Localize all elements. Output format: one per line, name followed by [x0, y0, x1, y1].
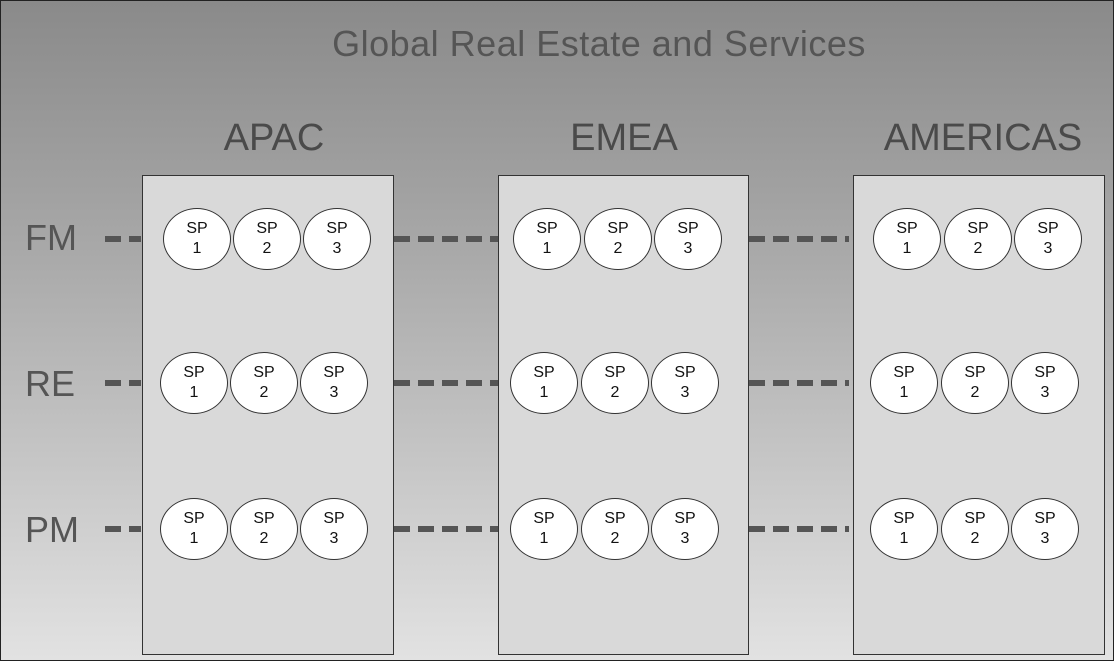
- connector-fm-0: [105, 236, 141, 242]
- sp-prefix-label: SP: [253, 510, 275, 527]
- sp-prefix-label: SP: [323, 510, 345, 527]
- sp-node-apac-re-2: SP 2: [230, 352, 298, 414]
- sp-number-label: 2: [970, 384, 980, 401]
- sp-node-americas-pm-2: SP 2: [941, 498, 1009, 560]
- sp-prefix-label: SP: [967, 220, 989, 237]
- sp-node-americas-re-3: SP 3: [1011, 352, 1079, 414]
- sp-number-label: 1: [189, 384, 199, 401]
- connector-pm-2: [749, 526, 849, 532]
- sp-number-label: 3: [683, 240, 693, 257]
- row-label-re: RE: [25, 363, 76, 404]
- row-label-fm: FM: [25, 217, 77, 258]
- sp-number-label: 1: [902, 240, 912, 257]
- sp-number-label: 1: [899, 384, 909, 401]
- sp-number-label: 1: [539, 384, 549, 401]
- region-label-apac: APAC: [223, 117, 325, 159]
- row-label-pm: PM: [25, 509, 79, 550]
- region-label-emea: EMEA: [570, 117, 678, 159]
- sp-prefix-label: SP: [674, 364, 696, 381]
- sp-prefix-label: SP: [674, 510, 696, 527]
- sp-prefix-label: SP: [186, 220, 208, 237]
- sp-number-label: 3: [680, 384, 690, 401]
- connector-re-0: [105, 380, 141, 386]
- connector-pm-1: [394, 526, 498, 532]
- sp-number-label: 1: [192, 240, 202, 257]
- sp-node-emea-re-2: SP 2: [581, 352, 649, 414]
- sp-node-emea-pm-2: SP 2: [581, 498, 649, 560]
- sp-number-label: 2: [259, 530, 269, 547]
- sp-number-label: 1: [542, 240, 552, 257]
- connector-re-2: [749, 380, 849, 386]
- sp-node-americas-fm-3: SP 3: [1014, 208, 1082, 270]
- sp-prefix-label: SP: [677, 220, 699, 237]
- sp-node-emea-fm-3: SP 3: [654, 208, 722, 270]
- sp-number-label: 2: [613, 240, 623, 257]
- sp-number-label: 1: [539, 530, 549, 547]
- sp-node-apac-re-3: SP 3: [300, 352, 368, 414]
- sp-prefix-label: SP: [607, 220, 629, 237]
- sp-node-apac-fm-3: SP 3: [303, 208, 371, 270]
- sp-prefix-label: SP: [183, 510, 205, 527]
- sp-node-americas-pm-3: SP 3: [1011, 498, 1079, 560]
- sp-prefix-label: SP: [604, 510, 626, 527]
- sp-prefix-label: SP: [1037, 220, 1059, 237]
- sp-node-americas-re-2: SP 2: [941, 352, 1009, 414]
- region-label-americas: AMERICAS: [883, 117, 1083, 159]
- sp-node-emea-fm-1: SP 1: [513, 208, 581, 270]
- sp-node-apac-fm-1: SP 1: [163, 208, 231, 270]
- sp-number-label: 2: [973, 240, 983, 257]
- sp-prefix-label: SP: [1034, 364, 1056, 381]
- sp-prefix-label: SP: [256, 220, 278, 237]
- sp-prefix-label: SP: [896, 220, 918, 237]
- sp-number-label: 2: [610, 384, 620, 401]
- sp-prefix-label: SP: [604, 364, 626, 381]
- connector-re-1: [394, 380, 498, 386]
- sp-prefix-label: SP: [323, 364, 345, 381]
- sp-prefix-label: SP: [536, 220, 558, 237]
- sp-node-emea-re-1: SP 1: [510, 352, 578, 414]
- sp-node-apac-pm-3: SP 3: [300, 498, 368, 560]
- sp-number-label: 2: [610, 530, 620, 547]
- sp-prefix-label: SP: [183, 364, 205, 381]
- sp-node-americas-re-1: SP 1: [870, 352, 938, 414]
- sp-prefix-label: SP: [893, 364, 915, 381]
- sp-prefix-label: SP: [253, 364, 275, 381]
- sp-node-emea-fm-2: SP 2: [584, 208, 652, 270]
- sp-node-emea-re-3: SP 3: [651, 352, 719, 414]
- sp-prefix-label: SP: [1034, 510, 1056, 527]
- sp-prefix-label: SP: [533, 510, 555, 527]
- sp-number-label: 1: [189, 530, 199, 547]
- connector-fm-2: [749, 236, 849, 242]
- diagram-title: Global Real Estate and Services: [332, 23, 866, 64]
- sp-number-label: 3: [329, 530, 339, 547]
- sp-number-label: 2: [262, 240, 272, 257]
- sp-node-apac-fm-2: SP 2: [233, 208, 301, 270]
- sp-node-americas-fm-2: SP 2: [944, 208, 1012, 270]
- sp-node-americas-pm-1: SP 1: [870, 498, 938, 560]
- sp-prefix-label: SP: [893, 510, 915, 527]
- sp-node-emea-pm-1: SP 1: [510, 498, 578, 560]
- sp-prefix-label: SP: [326, 220, 348, 237]
- sp-number-label: 2: [970, 530, 980, 547]
- sp-prefix-label: SP: [964, 364, 986, 381]
- sp-prefix-label: SP: [964, 510, 986, 527]
- connector-pm-0: [105, 526, 141, 532]
- sp-node-emea-pm-3: SP 3: [651, 498, 719, 560]
- sp-node-apac-pm-2: SP 2: [230, 498, 298, 560]
- sp-node-apac-re-1: SP 1: [160, 352, 228, 414]
- connector-fm-1: [394, 236, 498, 242]
- sp-node-apac-pm-1: SP 1: [160, 498, 228, 560]
- sp-number-label: 3: [1043, 240, 1053, 257]
- sp-prefix-label: SP: [533, 364, 555, 381]
- sp-node-americas-fm-1: SP 1: [873, 208, 941, 270]
- sp-number-label: 3: [332, 240, 342, 257]
- sp-number-label: 3: [1040, 384, 1050, 401]
- sp-number-label: 3: [680, 530, 690, 547]
- sp-number-label: 2: [259, 384, 269, 401]
- sp-number-label: 3: [1040, 530, 1050, 547]
- sp-number-label: 3: [329, 384, 339, 401]
- sp-number-label: 1: [899, 530, 909, 547]
